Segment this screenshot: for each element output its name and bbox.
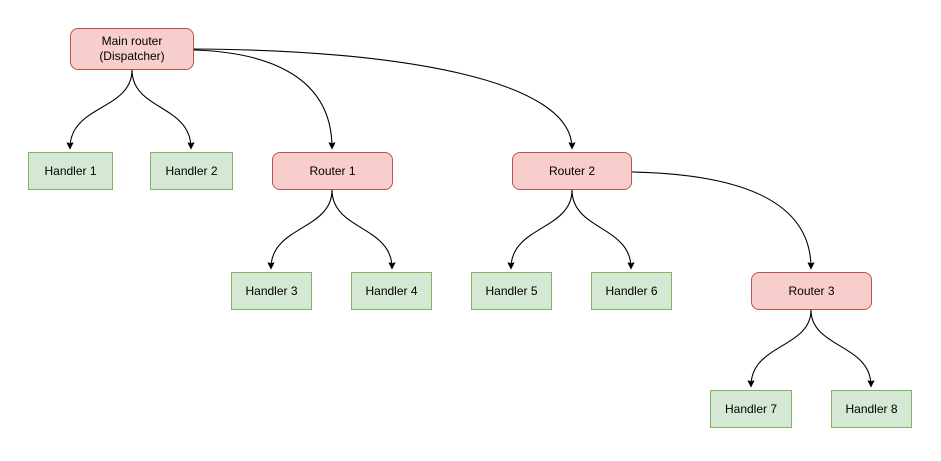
node-label-handler-2: Handler 2 xyxy=(165,163,218,178)
node-label-handler-1: Handler 1 xyxy=(44,163,97,178)
edge-router-1-to-handler-4 xyxy=(331,189,392,268)
edge-router-3-to-handler-7 xyxy=(751,309,812,386)
edge-router-2-to-handler-5 xyxy=(511,189,573,268)
node-handler-1[interactable]: Handler 1 xyxy=(28,152,113,190)
node-handler-4[interactable]: Handler 4 xyxy=(351,272,432,310)
edge-main-to-router-2 xyxy=(193,48,572,148)
node-label-handler-5: Handler 5 xyxy=(485,283,538,298)
edge-router-3-to-handler-8 xyxy=(810,309,871,386)
node-label-router-3: Router 3 xyxy=(788,283,835,298)
edge-router-2-to-handler-6 xyxy=(571,189,631,268)
edge-main-to-handler-2 xyxy=(131,69,191,148)
node-handler-6[interactable]: Handler 6 xyxy=(591,272,672,310)
node-label-handler-6: Handler 6 xyxy=(605,283,658,298)
node-label-handler-7: Handler 7 xyxy=(724,401,778,416)
node-handler-5[interactable]: Handler 5 xyxy=(471,272,552,310)
node-main-router[interactable]: Main router (Dispatcher) xyxy=(70,28,194,70)
node-handler-7[interactable]: Handler 7 xyxy=(710,390,792,428)
node-router-2[interactable]: Router 2 xyxy=(512,152,632,190)
node-label-router-1: Router 1 xyxy=(309,163,356,178)
node-handler-3[interactable]: Handler 3 xyxy=(231,272,312,310)
edge-router-1-to-handler-3 xyxy=(271,189,333,268)
node-handler-2[interactable]: Handler 2 xyxy=(150,152,233,190)
node-handler-8[interactable]: Handler 8 xyxy=(831,390,912,428)
node-router-3[interactable]: Router 3 xyxy=(751,272,872,310)
edge-group xyxy=(70,48,871,386)
edge-main-to-router-1 xyxy=(193,49,332,148)
node-label-handler-8: Handler 8 xyxy=(845,401,898,416)
node-label-main-router: Main router (Dispatcher) xyxy=(99,34,165,63)
edge-router-2-to-router-3 xyxy=(631,171,811,268)
edge-main-to-handler-1 xyxy=(70,69,133,148)
node-label-router-2: Router 2 xyxy=(548,163,596,178)
node-router-1[interactable]: Router 1 xyxy=(272,152,393,190)
node-label-handler-4: Handler 4 xyxy=(365,283,418,298)
node-label-handler-3: Handler 3 xyxy=(245,283,298,298)
